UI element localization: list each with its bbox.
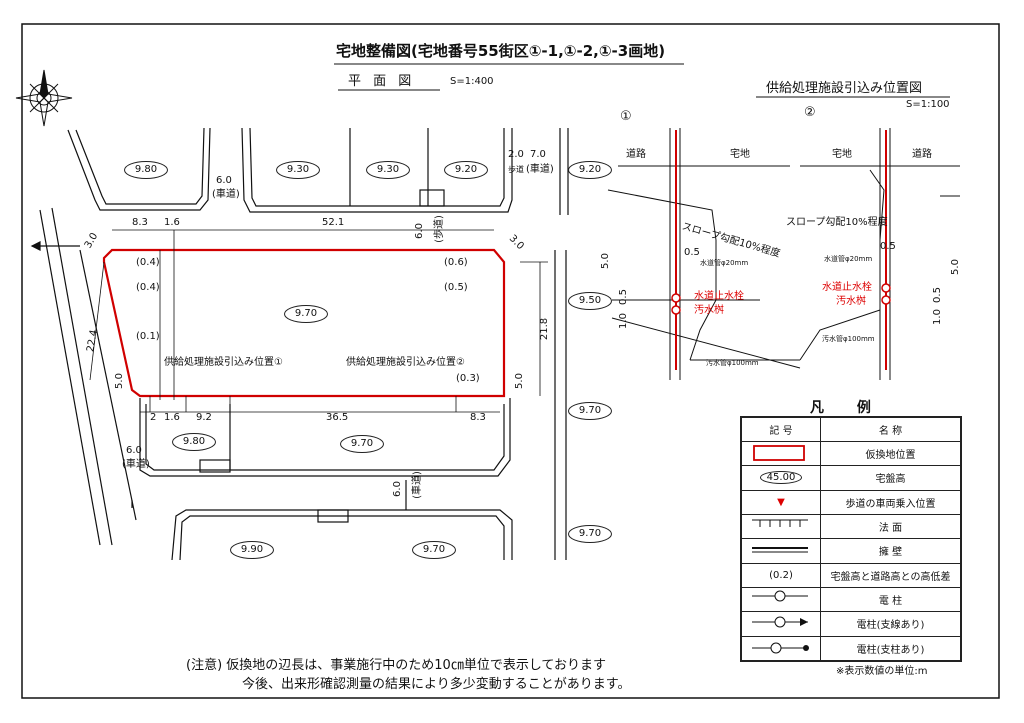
panel-1-valve: 水道止水栓 — [694, 291, 744, 302]
plan-dim: (歩道) — [433, 215, 445, 243]
plan-dim: 21.8 — [539, 317, 551, 341]
plan-dim: (0.4) — [136, 257, 160, 268]
panel-1-dim-d: 1.0 — [617, 313, 629, 329]
site-plan-lines — [30, 127, 569, 561]
plan-dim: (0.4) — [136, 282, 160, 293]
legend-symbol: ▼ — [741, 489, 821, 515]
unit-note: ※表示数値の単位:m — [836, 666, 928, 677]
elevation-badge: 9.80 — [172, 433, 216, 451]
detail-scale: S=1:100 — [906, 99, 950, 110]
detail-panel-2 — [799, 128, 960, 380]
panel-1-dim-b: 0.5 — [617, 289, 629, 305]
legend-name: 電 柱 — [820, 586, 961, 613]
legend-name: 電柱(支線あり) — [820, 611, 961, 637]
panel-1-lot: 宅地 — [730, 149, 750, 160]
legend-table: 記 号 名 称 仮換地位置 45.00 宅盤高 ▼歩道の車両乗入位置 法 面 擁 … — [740, 416, 962, 662]
legend-name: 仮換地位置 — [820, 440, 961, 467]
panel-2-dim-d: 1.0 — [931, 309, 943, 325]
detail-title: 供給処理施設引込み位置図 — [766, 81, 923, 96]
legend-name: 法 面 — [820, 513, 961, 540]
elevation-badge: 9.20 — [568, 161, 612, 179]
plan-dim: (車道) — [411, 471, 423, 499]
plan-dim: (0.1) — [136, 331, 160, 342]
panel-1-dim-c: 0.5 — [684, 247, 700, 258]
compass-icon — [15, 69, 73, 127]
plan-dim: 5.0 — [113, 373, 125, 389]
plan-dim: (車道) — [526, 164, 554, 175]
panel-2-sewage-pipe: 汚水管φ100mm — [822, 335, 875, 343]
plan-dim: (0.6) — [444, 257, 468, 268]
legend-name: 宅盤高 — [820, 465, 961, 491]
plan-dim: 6.0 — [391, 481, 403, 497]
legend-col-name: 名 称 — [820, 417, 961, 442]
plan-dim: 2 — [150, 412, 157, 423]
plan-dim: 歩道 — [508, 165, 524, 174]
legend-col-symbol: 記 号 — [741, 417, 821, 442]
plan-dim: 5.0 — [513, 373, 525, 389]
panel-1-water-pipe: 水道管φ20mm — [700, 259, 749, 267]
plan-dim: 36.5 — [326, 412, 349, 423]
lot-outline — [102, 248, 506, 398]
panel-2-lot: 宅地 — [832, 149, 852, 160]
legend-name: 擁 壁 — [820, 538, 961, 564]
plan-dim: 6.0 — [413, 223, 425, 239]
panel-2-dim-b: 0.5 — [931, 287, 943, 303]
elevation-badge: 9.70 — [284, 305, 328, 323]
plan-dim: (0.3) — [456, 373, 480, 384]
plan-dim: 1.6 — [164, 412, 180, 423]
panel-2-marker: ② — [804, 105, 816, 120]
plan-dim: 8.3 — [470, 412, 486, 423]
panel-2-water-pipe: 水道管φ20mm — [824, 255, 873, 263]
panel-2-dim-c: 0.5 — [880, 241, 896, 252]
plan-dim: 2.0 — [508, 149, 524, 160]
elevation-badge: 9.50 — [568, 292, 612, 310]
panel-2-valve: 水道止水栓 — [822, 282, 872, 293]
drawing-title: 宅地整備図(宅地番号55街区①-1,①-2,①-3画地) — [336, 42, 666, 60]
elevation-badge: 9.70 — [340, 435, 384, 453]
plan-dim: 8.3 — [132, 217, 148, 228]
elevation-badge: 9.70 — [412, 541, 456, 559]
plan-dim: 7.0 — [530, 149, 546, 160]
legend-symbol: (0.2) — [741, 562, 821, 588]
panel-2-slope: スロープ勾配10%程度 — [786, 217, 888, 228]
elevation-badge: 9.80 — [124, 161, 168, 179]
plan-dim: (0.5) — [444, 282, 468, 293]
panel-2-road: 道路 — [912, 149, 932, 160]
legend-name: 歩道の車両乗入位置 — [820, 489, 961, 515]
plan-dim: 6.0 — [216, 175, 232, 186]
plan-dim: 9.2 — [196, 412, 212, 423]
elevation-badge: 9.30 — [366, 161, 410, 179]
sheet-border — [21, 23, 1000, 699]
supply-point-1-label: 供給処理施設引込み位置① — [164, 357, 283, 368]
plan-label: 平 面 図 — [348, 74, 416, 89]
panel-2-sewage-box: 汚水桝 — [836, 296, 866, 307]
panel-1-marker: ① — [620, 109, 632, 124]
legend-symbol: 45.00 — [759, 471, 803, 485]
elevation-badge: 9.20 — [444, 161, 488, 179]
elevation-badge: 9.70 — [568, 525, 612, 543]
panel-1-road: 道路 — [626, 149, 646, 160]
supply-point-2-label: 供給処理施設引込み位置② — [346, 357, 465, 368]
plan-scale: S=1:400 — [450, 76, 494, 87]
plan-dim: (車道) — [212, 189, 240, 200]
plan-dim: (車道) — [122, 459, 150, 470]
note-line-2: 今後、出来形確認測量の結果により多少変動することがあります。 — [242, 677, 631, 692]
elevation-badge: 9.30 — [276, 161, 320, 179]
panel-1-sewage-box: 汚水桝 — [694, 305, 724, 316]
panel-2-dim-a: 5.0 — [949, 259, 961, 275]
detail-panel-1 — [607, 128, 801, 380]
legend-title: 凡 例 — [810, 400, 885, 416]
legend-name: 電柱(支柱あり) — [820, 635, 961, 662]
plan-dim: 1.6 — [164, 217, 180, 228]
panel-1-dim-a: 5.0 — [599, 253, 611, 269]
elevation-badge: 9.90 — [230, 541, 274, 559]
plan-dim: 6.0 — [126, 445, 142, 456]
legend-name: 宅盤高と道路高との高低差 — [820, 562, 961, 588]
plan-dim: 52.1 — [322, 217, 345, 228]
panel-1-sewage-pipe: 汚水管φ100mm — [706, 359, 759, 367]
elevation-badge: 9.70 — [568, 402, 612, 420]
note-line-1: (注意) 仮換地の辺長は、事業施行中のため10㎝単位で表示しております — [186, 658, 607, 673]
